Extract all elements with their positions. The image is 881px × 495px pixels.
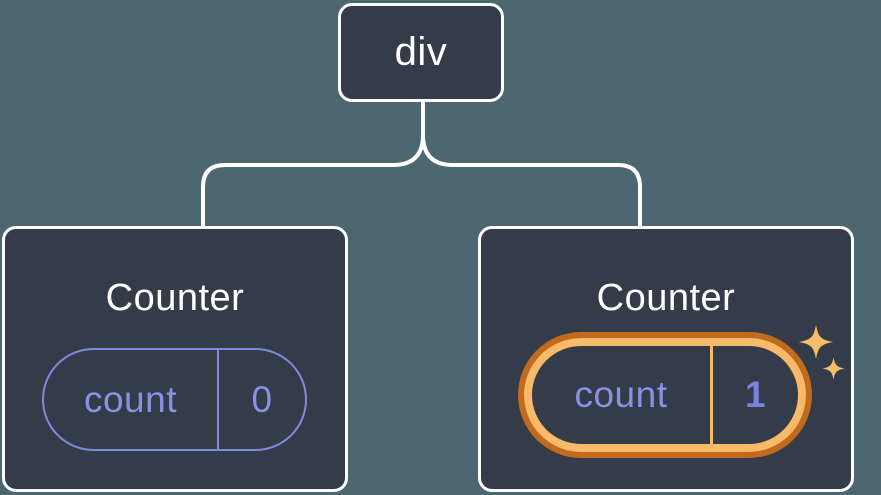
connector-right-branch xyxy=(421,102,642,228)
state-key-label: count xyxy=(83,378,177,420)
counter-title: Counter xyxy=(105,277,245,319)
state-value: 1 xyxy=(744,374,767,415)
counter-node-right: Counter count 1 xyxy=(478,226,854,492)
sparkle-icon xyxy=(821,356,846,381)
state-pill-right-highlighted: count 1 xyxy=(524,338,806,452)
counter-title: Counter xyxy=(596,277,736,319)
state-pill-left: count 0 xyxy=(42,348,307,451)
counter-node-left: Counter count 0 xyxy=(2,226,348,492)
state-key-label: count xyxy=(574,374,668,415)
connector-left-branch xyxy=(201,102,425,228)
root-node-label: div xyxy=(394,30,448,74)
state-value: 0 xyxy=(251,378,273,420)
root-node-div: div xyxy=(338,3,504,102)
pill-divider xyxy=(710,346,713,444)
pill-divider xyxy=(217,350,219,449)
sparkle-icon xyxy=(797,323,835,361)
